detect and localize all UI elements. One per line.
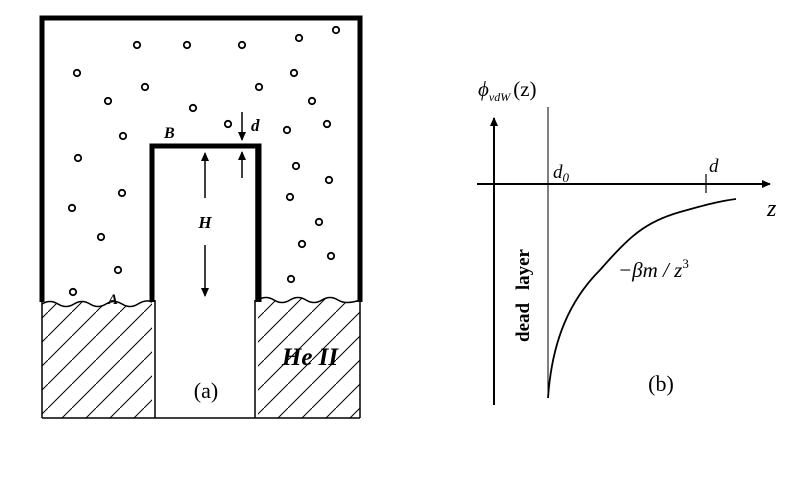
curve-label-main: −βm / z [618, 258, 682, 282]
panel-b-caption: (b) [648, 371, 674, 396]
atom [297, 239, 307, 249]
container-upper-wall [39, 15, 363, 302]
atom [307, 96, 317, 106]
he-ii-liquid-left [42, 300, 152, 418]
dead-layer-label: dead layer [513, 248, 534, 342]
potential-curve [547, 198, 737, 399]
y-axis-label-sub: vdW [489, 90, 511, 104]
atom [237, 40, 247, 50]
atom [286, 274, 296, 284]
atom [282, 125, 292, 135]
atom [118, 131, 128, 141]
panel-b: ϕvdW(z) z d0 d −βm / z3 dead layer (b) [477, 77, 777, 405]
atom [67, 203, 77, 213]
x-axis-label: z [766, 196, 777, 222]
liquid-surface-left [41, 300, 153, 308]
height-label: H [197, 213, 212, 232]
tick-d-label: d [709, 156, 719, 177]
atom [294, 33, 304, 43]
beaker-film-wall [149, 143, 262, 302]
atom [132, 40, 142, 50]
film-label: d [251, 116, 260, 135]
panel-a-caption: (a) [194, 378, 218, 403]
atom [285, 192, 295, 202]
atom [117, 188, 127, 198]
y-axis-label: ϕvdW(z) [478, 77, 537, 104]
atom [291, 161, 301, 171]
tick-d0-sub: 0 [563, 170, 570, 185]
atom [188, 103, 198, 113]
vapor-atoms [67, 25, 341, 297]
point-a-label: A [107, 292, 118, 308]
atom [140, 82, 150, 92]
atom [289, 68, 299, 78]
y-axis-label-arg: (z) [513, 77, 536, 101]
atom [331, 25, 341, 35]
atom [223, 119, 233, 129]
curve-label-sup: 3 [682, 256, 689, 271]
atom [68, 287, 78, 297]
y-axis-label-main: ϕ [478, 77, 489, 101]
atom [72, 68, 82, 78]
tick-d0-main: d [553, 162, 563, 183]
he-ii-liquid-right [258, 297, 360, 418]
tick-d0-label: d0 [553, 162, 570, 185]
liquid-surface-right [257, 296, 361, 304]
atom [314, 217, 324, 227]
curve-label: −βm / z3 [618, 256, 689, 282]
point-b-label: B [163, 125, 175, 142]
he-ii-label: He II [281, 344, 340, 371]
atom [182, 40, 192, 50]
panel-a: H d B A He II (a) [39, 15, 363, 419]
atom [96, 232, 106, 242]
atom [103, 96, 113, 106]
atom [254, 82, 264, 92]
atom [322, 119, 332, 129]
atom [324, 175, 334, 185]
atom [113, 265, 123, 275]
atom [73, 153, 83, 163]
atom [326, 251, 336, 261]
